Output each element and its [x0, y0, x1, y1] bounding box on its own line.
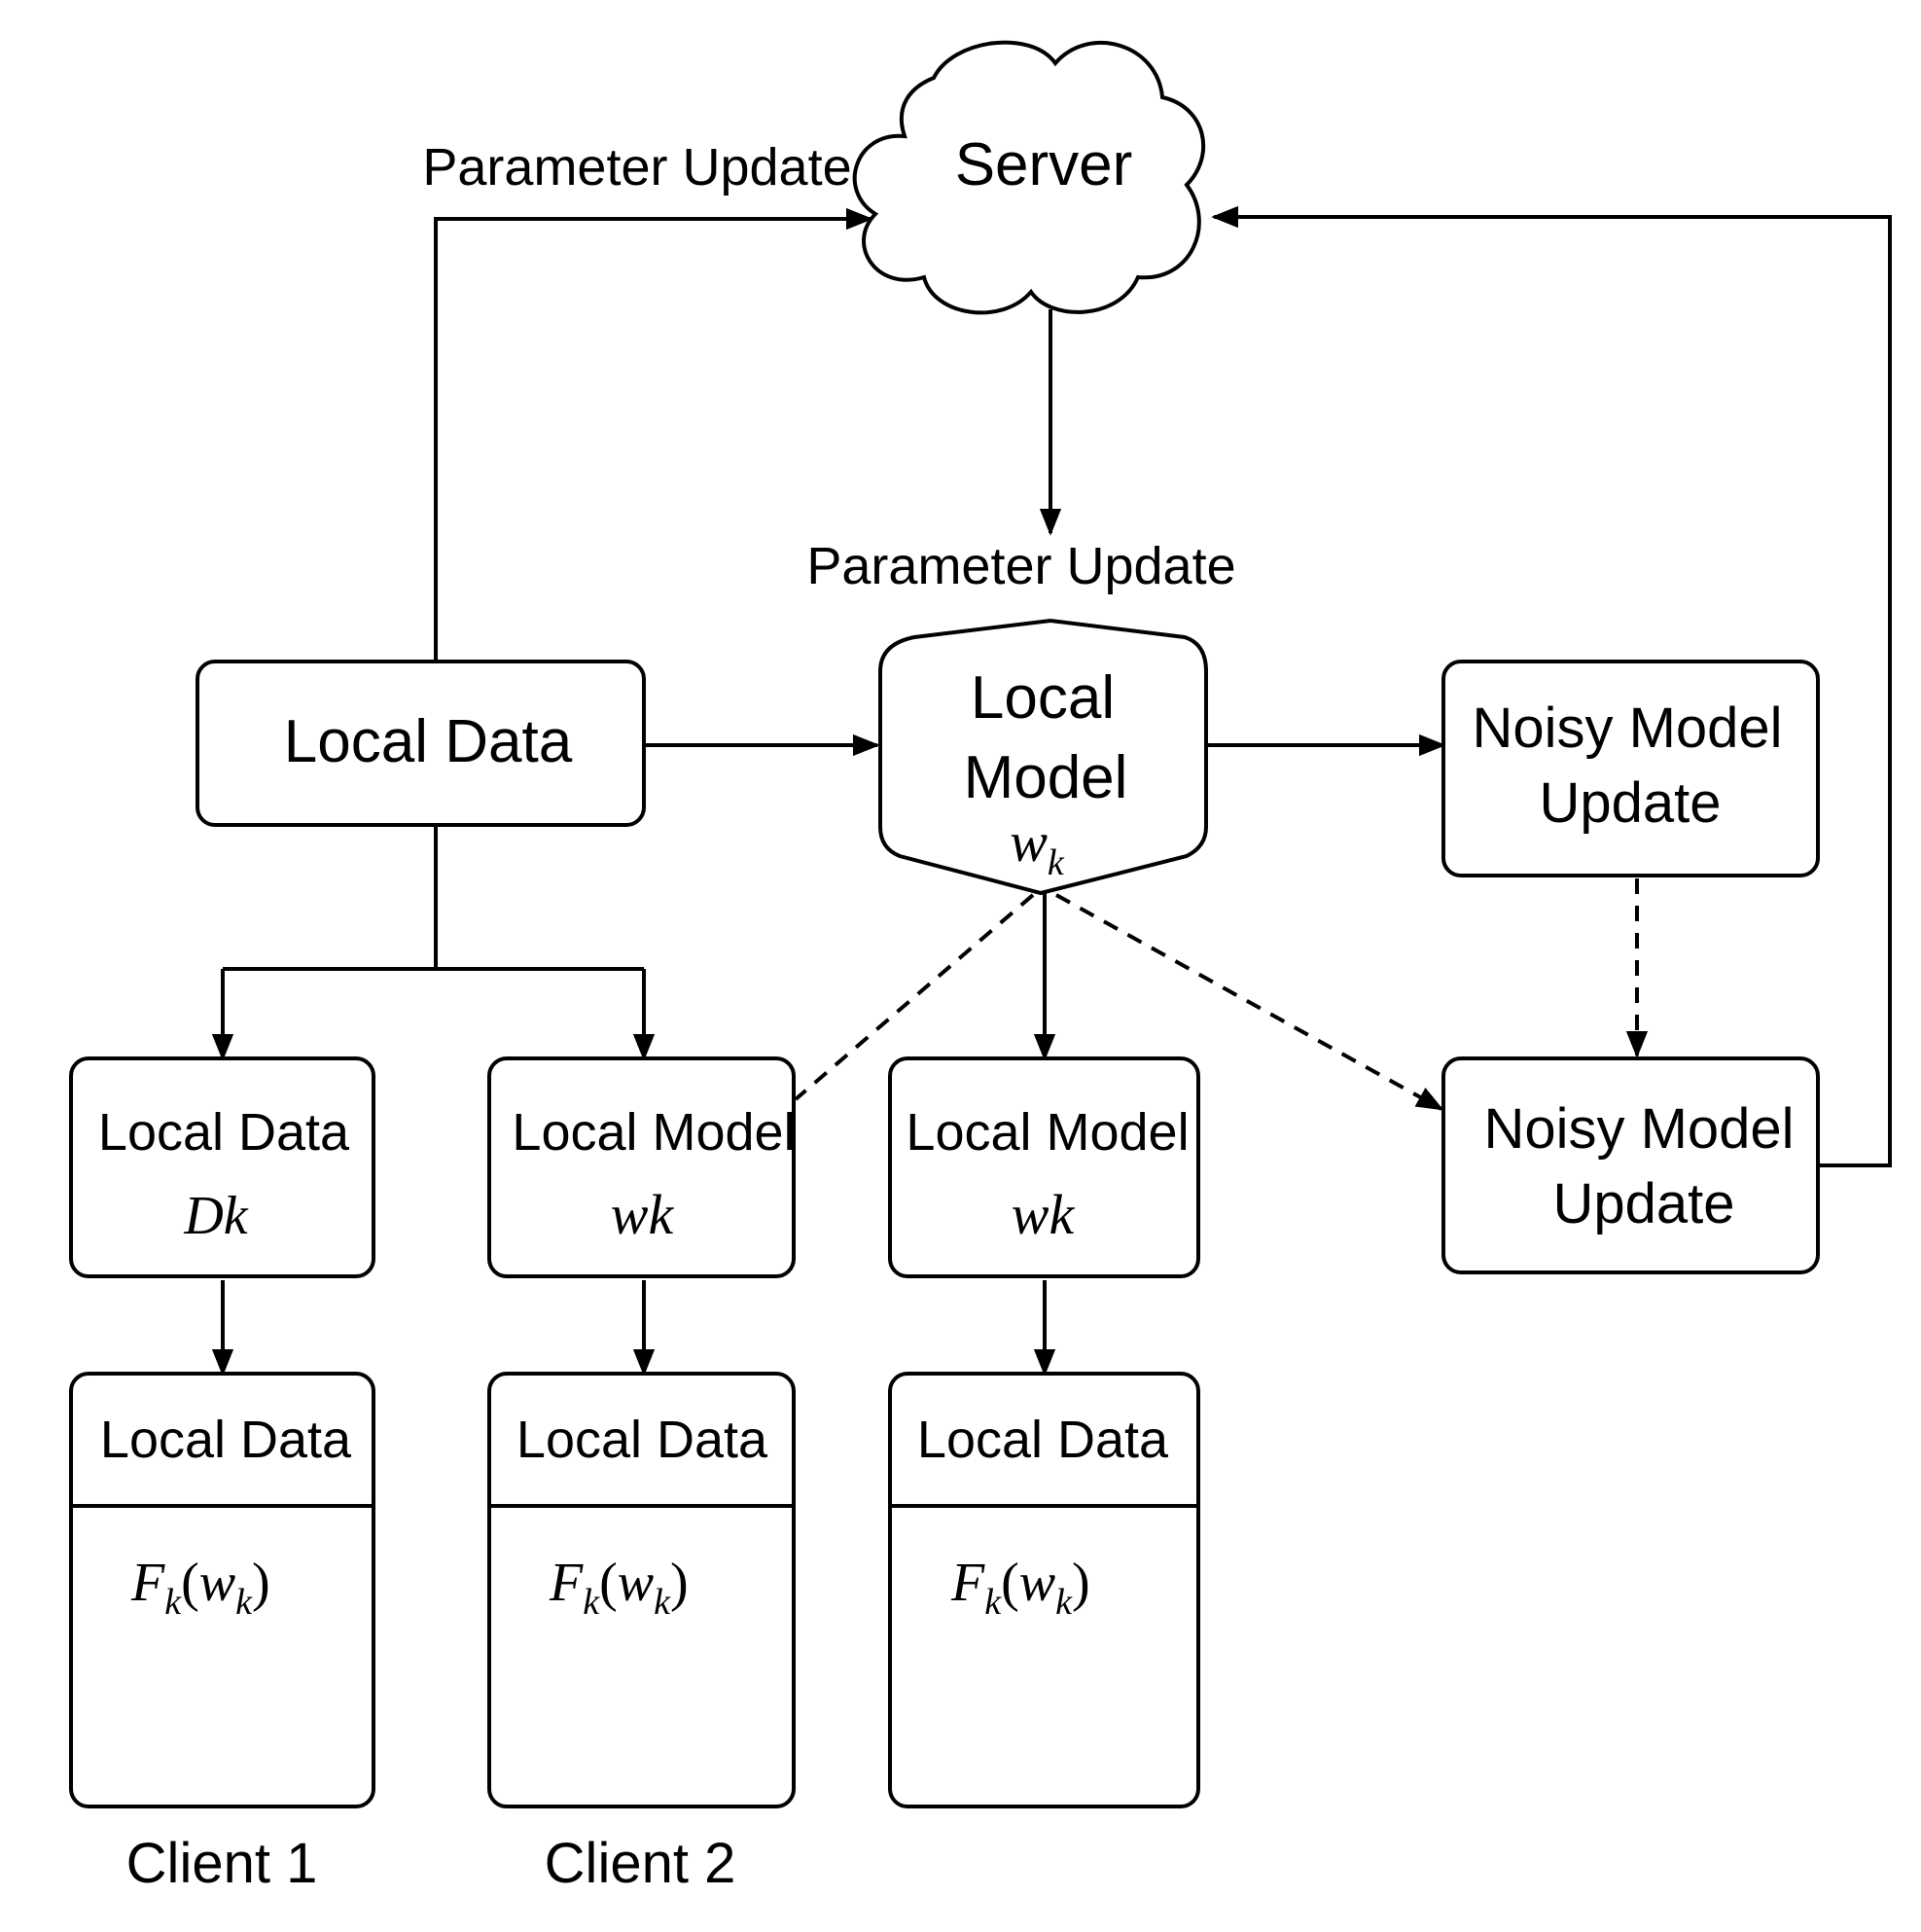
center-local-model-line2: Model — [964, 744, 1128, 811]
middle-box-1-formula: Dk — [183, 1186, 248, 1246]
top-local-data-label: Local Data — [284, 708, 573, 775]
noisy-update-bottom-line2: Update — [1552, 1172, 1734, 1235]
noisy-update-top-box: Noisy Model Update — [1441, 660, 1820, 877]
client-stack-1-header: Local Data — [100, 1411, 352, 1469]
middle-box-2-title: Local Model — [512, 1103, 795, 1162]
client-stack-1-formula: Fk(wk) — [130, 1553, 270, 1623]
server-cloud: Server — [852, 40, 1206, 315]
edge-noisy-update-to-server — [1211, 205, 1892, 1167]
middle-box-client1-local-data: Local Data Dk — [69, 1056, 375, 1278]
middle-box-2-formula: wk — [611, 1183, 675, 1246]
center-parameter-update-label: Parameter Update — [806, 537, 1235, 595]
client-stack-2-formula: Fk(wk) — [549, 1553, 689, 1623]
center-local-model-node: Local Model wk — [878, 618, 1208, 896]
middle-box-client2-local-model: Local Model wk — [487, 1056, 796, 1278]
client-stack-2: Local Data Fk(wk) — [487, 1372, 796, 1808]
client-stack-3: Local Data Fk(wk) — [888, 1372, 1200, 1808]
noisy-update-bottom-line1: Noisy Model — [1483, 1097, 1794, 1161]
middle-box-1-title: Local Data — [98, 1103, 350, 1162]
center-local-model-line1: Local — [971, 664, 1115, 732]
client-stack-3-header: Local Data — [917, 1411, 1169, 1469]
center-local-model-formula: wk — [1010, 810, 1065, 883]
middle-box-3-local-model: Local Model wk — [888, 1056, 1200, 1278]
edge-local-data-to-server — [434, 207, 873, 662]
edge-dashed-local-model-to-noisy-bottom — [1055, 893, 1444, 1111]
client-stack-1: Local Data Fk(wk) — [69, 1372, 375, 1808]
middle-box-3-title: Local Model — [906, 1103, 1189, 1162]
noisy-update-top-line2: Update — [1539, 771, 1721, 835]
client-2-caption: Client 2 — [545, 1832, 736, 1895]
client-stack-3-formula: Fk(wk) — [950, 1553, 1090, 1623]
cloud-icon — [852, 40, 1206, 315]
client-1-caption: Client 1 — [126, 1832, 318, 1895]
server-label: Server — [955, 131, 1133, 198]
left-parameter-update-label: Parameter Update — [422, 138, 851, 197]
noisy-update-bottom-box: Noisy Model Update — [1441, 1056, 1820, 1274]
middle-box-3-formula: wk — [1012, 1183, 1076, 1246]
noisy-update-top-line1: Noisy Model — [1472, 697, 1782, 760]
top-local-data-box: Local Data — [196, 660, 646, 827]
edges — [211, 205, 1892, 1377]
client-stack-2-header: Local Data — [516, 1411, 768, 1469]
